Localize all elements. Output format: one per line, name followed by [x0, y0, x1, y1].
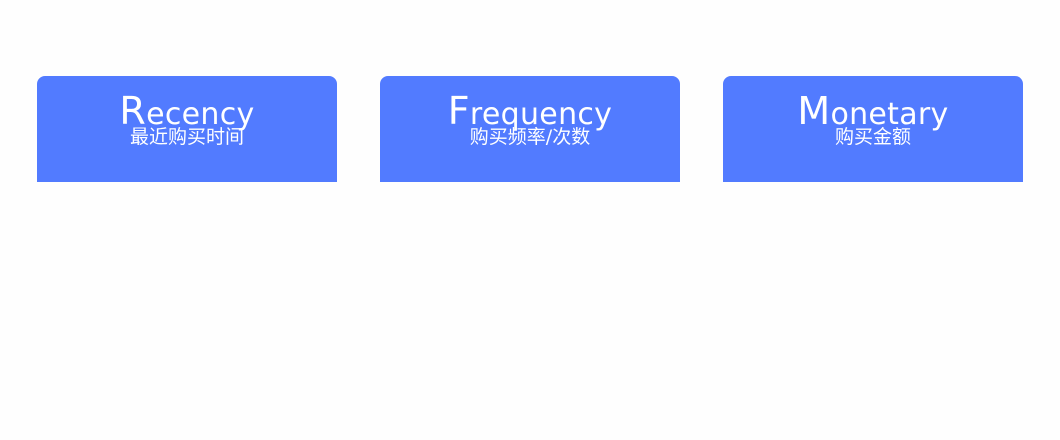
recency-title-initial: R [119, 89, 147, 133]
frequency-subtitle: 购买频率/次数 [469, 126, 591, 148]
monetary-title-initial: M [797, 89, 831, 133]
recency-subtitle: 最近购买时间 [129, 126, 244, 148]
recency-title-rest: ecency [146, 97, 255, 132]
monetary-card: Monetary 购买金额 [723, 76, 1023, 182]
monetary-title-rest: onetary [830, 97, 949, 132]
frequency-title: Frequency [380, 92, 680, 132]
monetary-title: Monetary [723, 92, 1023, 132]
monetary-subtitle: 购买金额 [834, 126, 911, 148]
frequency-title-initial: F [447, 89, 470, 133]
frequency-card: Frequency 购买频率/次数 [380, 76, 680, 182]
frequency-title-rest: requency [469, 97, 613, 132]
recency-card: Recency 最近购买时间 [37, 76, 337, 182]
recency-title: Recency [37, 92, 337, 132]
